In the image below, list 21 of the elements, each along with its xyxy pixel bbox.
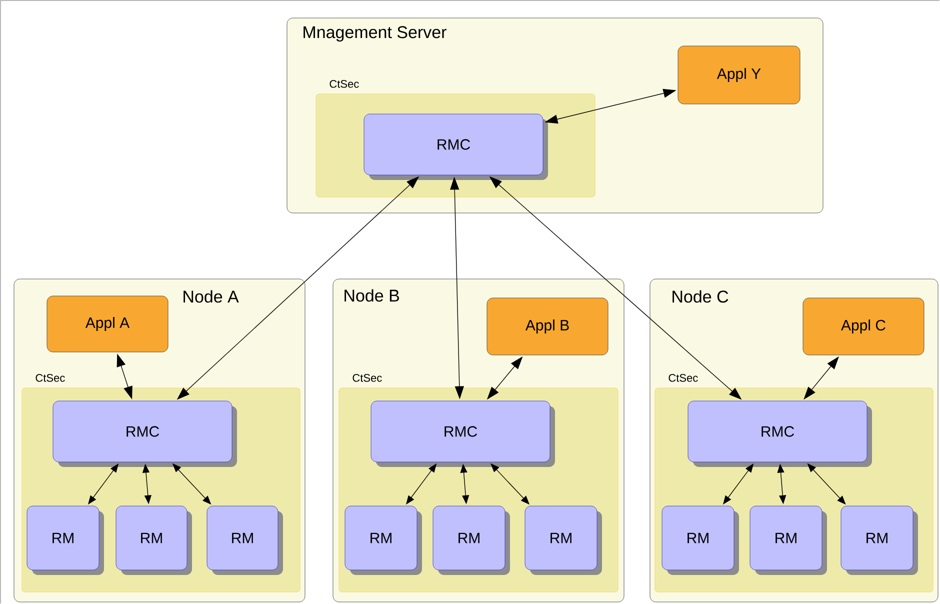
rmc-box: RMC xyxy=(688,400,872,467)
application-box: Appl Y xyxy=(678,46,800,104)
rmc-box: RMC xyxy=(52,400,237,467)
rm-box: RM xyxy=(750,506,827,575)
rm-box: RM xyxy=(840,506,918,575)
rm-box: RM xyxy=(344,506,422,575)
rm-box: RM xyxy=(662,506,739,575)
application-box: Appl B xyxy=(486,298,608,356)
rm-box: RM xyxy=(116,506,192,575)
application-box: Appl A xyxy=(46,296,168,352)
node-label: CtSec xyxy=(330,80,359,88)
rm-box: RM xyxy=(26,506,104,575)
rm-box: RM xyxy=(524,506,602,575)
rm-box: RM xyxy=(432,506,510,575)
rmc-box: RMC xyxy=(370,400,555,467)
rm-box: RM xyxy=(206,506,283,575)
node-label: CtSec xyxy=(36,374,65,382)
node-label: CtSec xyxy=(668,374,698,382)
application-box: Appl C xyxy=(802,298,924,356)
rmc-box: RMC xyxy=(364,114,548,180)
node-label: CtSec xyxy=(352,374,382,382)
